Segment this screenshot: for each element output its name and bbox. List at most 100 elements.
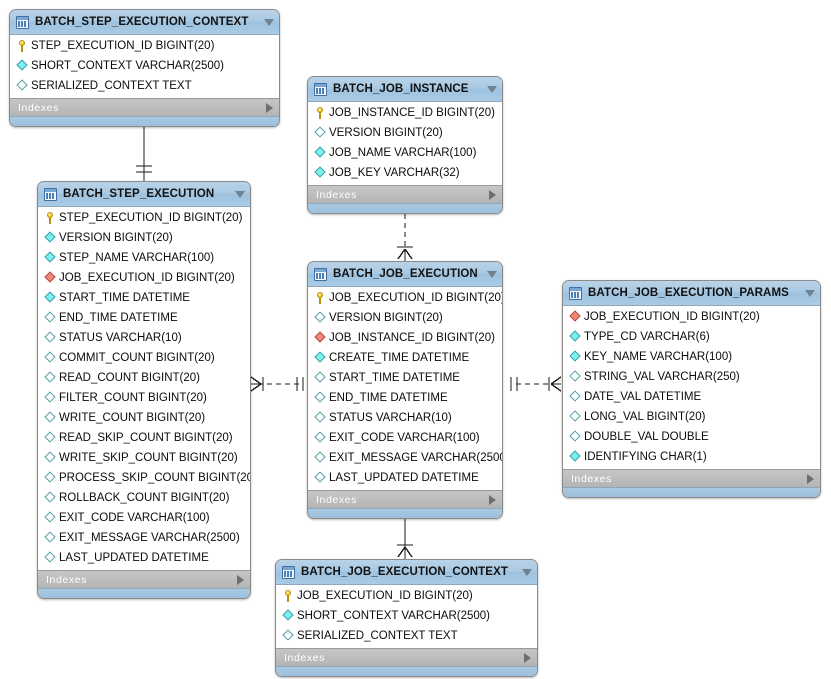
chevron-down-icon[interactable] bbox=[264, 18, 274, 26]
chevron-down-icon[interactable] bbox=[805, 289, 815, 297]
column-row[interactable]: WRITE_SKIP_COUNT BIGINT(20) bbox=[38, 448, 250, 468]
chevron-down-icon[interactable] bbox=[487, 85, 497, 93]
indexes-section-batch_job_instance[interactable]: Indexes bbox=[308, 185, 502, 203]
column-row[interactable]: DATE_VAL DATETIME bbox=[563, 387, 820, 407]
chevron-down-icon[interactable] bbox=[235, 190, 245, 198]
nullable-diamond-icon bbox=[314, 308, 329, 328]
column-row[interactable]: END_TIME DATETIME bbox=[308, 388, 502, 408]
table-header-batch_step_execution[interactable]: BATCH_STEP_EXECUTION bbox=[38, 182, 250, 207]
column-row[interactable]: TYPE_CD VARCHAR(6) bbox=[563, 327, 820, 347]
foreign-key-diamond-icon bbox=[44, 268, 59, 288]
column-row[interactable]: LONG_VAL BIGINT(20) bbox=[563, 407, 820, 427]
column-row[interactable]: START_TIME DATETIME bbox=[38, 288, 250, 308]
column-row[interactable]: EXIT_MESSAGE VARCHAR(2500) bbox=[308, 448, 502, 468]
column-row[interactable]: SERIALIZED_CONTEXT TEXT bbox=[276, 626, 537, 646]
column-row[interactable]: SERIALIZED_CONTEXT TEXT bbox=[10, 76, 279, 96]
rel-jobexec-params bbox=[510, 376, 562, 392]
table-header-batch_job_execution[interactable]: BATCH_JOB_EXECUTION bbox=[308, 262, 502, 287]
column-row[interactable]: JOB_KEY VARCHAR(32) bbox=[308, 163, 502, 183]
column-row[interactable]: IDENTIFYING CHAR(1) bbox=[563, 447, 820, 467]
column-row[interactable]: DOUBLE_VAL DOUBLE bbox=[563, 427, 820, 447]
chevron-down-icon[interactable] bbox=[487, 270, 497, 278]
indexes-section-batch_job_execution[interactable]: Indexes bbox=[308, 490, 502, 508]
column-row[interactable]: STEP_NAME VARCHAR(100) bbox=[38, 248, 250, 268]
indexes-section-batch_job_execution_params[interactable]: Indexes bbox=[563, 469, 820, 487]
not-null-diamond-icon bbox=[282, 606, 297, 626]
table-header-batch_job_execution_params[interactable]: BATCH_JOB_EXECUTION_PARAMS bbox=[563, 281, 820, 306]
column-row[interactable]: ROLLBACK_COUNT BIGINT(20) bbox=[38, 488, 250, 508]
column-row[interactable]: JOB_NAME VARCHAR(100) bbox=[308, 143, 502, 163]
expand-triangle-icon[interactable] bbox=[807, 473, 814, 484]
expand-triangle-icon[interactable] bbox=[524, 652, 531, 663]
column-row[interactable]: START_TIME DATETIME bbox=[308, 368, 502, 388]
not-null-diamond-icon bbox=[314, 163, 329, 183]
column-row[interactable]: STEP_EXECUTION_ID BIGINT(20) bbox=[38, 208, 250, 228]
table-header-batch_step_execution_context[interactable]: BATCH_STEP_EXECUTION_CONTEXT bbox=[10, 10, 279, 35]
foreign-key-diamond-icon bbox=[314, 328, 329, 348]
column-row[interactable]: VERSION BIGINT(20) bbox=[308, 123, 502, 143]
column-row[interactable]: LAST_UPDATED DATETIME bbox=[308, 468, 502, 488]
expand-triangle-icon[interactable] bbox=[237, 574, 244, 585]
column-row[interactable]: LAST_UPDATED DATETIME bbox=[38, 548, 250, 568]
column-row[interactable]: READ_SKIP_COUNT BIGINT(20) bbox=[38, 428, 250, 448]
nullable-diamond-icon bbox=[44, 468, 59, 488]
column-row[interactable]: JOB_EXECUTION_ID BIGINT(20) bbox=[563, 307, 820, 327]
column-row[interactable]: JOB_EXECUTION_ID BIGINT(20) bbox=[38, 268, 250, 288]
column-row[interactable]: CREATE_TIME DATETIME bbox=[308, 348, 502, 368]
column-label: TYPE_CD VARCHAR(6) bbox=[584, 331, 710, 343]
column-label: WRITE_COUNT BIGINT(20) bbox=[59, 412, 206, 424]
nullable-diamond-icon bbox=[569, 427, 584, 447]
table-name: BATCH_JOB_INSTANCE bbox=[333, 83, 469, 95]
indexes-section-batch_job_execution_context[interactable]: Indexes bbox=[276, 648, 537, 666]
expand-triangle-icon[interactable] bbox=[266, 102, 273, 113]
column-row[interactable]: VERSION BIGINT(20) bbox=[38, 228, 250, 248]
column-row[interactable]: COMMIT_COUNT BIGINT(20) bbox=[38, 348, 250, 368]
column-row[interactable]: EXIT_MESSAGE VARCHAR(2500) bbox=[38, 528, 250, 548]
column-label: JOB_KEY VARCHAR(32) bbox=[329, 167, 460, 179]
column-row[interactable]: KEY_NAME VARCHAR(100) bbox=[563, 347, 820, 367]
column-row[interactable]: FILTER_COUNT BIGINT(20) bbox=[38, 388, 250, 408]
column-row[interactable]: VERSION BIGINT(20) bbox=[308, 308, 502, 328]
column-row[interactable]: STEP_EXECUTION_ID BIGINT(20) bbox=[10, 36, 279, 56]
table-footer bbox=[308, 203, 502, 213]
column-list: STEP_EXECUTION_ID BIGINT(20)SHORT_CONTEX… bbox=[10, 35, 279, 98]
expand-triangle-icon[interactable] bbox=[489, 494, 496, 505]
column-row[interactable]: JOB_INSTANCE_ID BIGINT(20) bbox=[308, 328, 502, 348]
table-header-batch_job_execution_context[interactable]: BATCH_JOB_EXECUTION_CONTEXT bbox=[276, 560, 537, 585]
column-row[interactable]: JOB_EXECUTION_ID BIGINT(20) bbox=[308, 288, 502, 308]
column-label: READ_SKIP_COUNT BIGINT(20) bbox=[59, 432, 233, 444]
chevron-down-icon[interactable] bbox=[522, 568, 532, 576]
column-row[interactable]: EXIT_CODE VARCHAR(100) bbox=[38, 508, 250, 528]
column-label: END_TIME DATETIME bbox=[329, 392, 448, 404]
column-list: JOB_EXECUTION_ID BIGINT(20)VERSION BIGIN… bbox=[308, 287, 502, 490]
column-row[interactable]: WRITE_COUNT BIGINT(20) bbox=[38, 408, 250, 428]
column-row[interactable]: END_TIME DATETIME bbox=[38, 308, 250, 328]
nullable-diamond-icon bbox=[314, 388, 329, 408]
not-null-diamond-icon bbox=[44, 288, 59, 308]
expand-triangle-icon[interactable] bbox=[489, 189, 496, 200]
column-row[interactable]: EXIT_CODE VARCHAR(100) bbox=[308, 428, 502, 448]
column-row[interactable]: STATUS VARCHAR(10) bbox=[38, 328, 250, 348]
column-row[interactable]: READ_COUNT BIGINT(20) bbox=[38, 368, 250, 388]
table-batch_job_instance[interactable]: BATCH_JOB_INSTANCE JOB_INSTANCE_ID BIGINT… bbox=[307, 76, 503, 214]
not-null-diamond-icon bbox=[314, 143, 329, 163]
table-header-batch_job_instance[interactable]: BATCH_JOB_INSTANCE bbox=[308, 77, 502, 102]
column-label: KEY_NAME VARCHAR(100) bbox=[584, 351, 733, 363]
nullable-diamond-icon bbox=[44, 348, 59, 368]
column-row[interactable]: JOB_INSTANCE_ID BIGINT(20) bbox=[308, 103, 502, 123]
column-row[interactable]: PROCESS_SKIP_COUNT BIGINT(20) bbox=[38, 468, 250, 488]
indexes-section-batch_step_execution_context[interactable]: Indexes bbox=[10, 98, 279, 116]
column-row[interactable]: STATUS VARCHAR(10) bbox=[308, 408, 502, 428]
column-row[interactable]: SHORT_CONTEXT VARCHAR(2500) bbox=[10, 56, 279, 76]
indexes-label: Indexes bbox=[284, 651, 325, 664]
column-row[interactable]: SHORT_CONTEXT VARCHAR(2500) bbox=[276, 606, 537, 626]
column-row[interactable]: JOB_EXECUTION_ID BIGINT(20) bbox=[276, 586, 537, 606]
nullable-diamond-icon bbox=[44, 308, 59, 328]
column-row[interactable]: STRING_VAL VARCHAR(250) bbox=[563, 367, 820, 387]
indexes-section-batch_step_execution[interactable]: Indexes bbox=[38, 570, 250, 588]
